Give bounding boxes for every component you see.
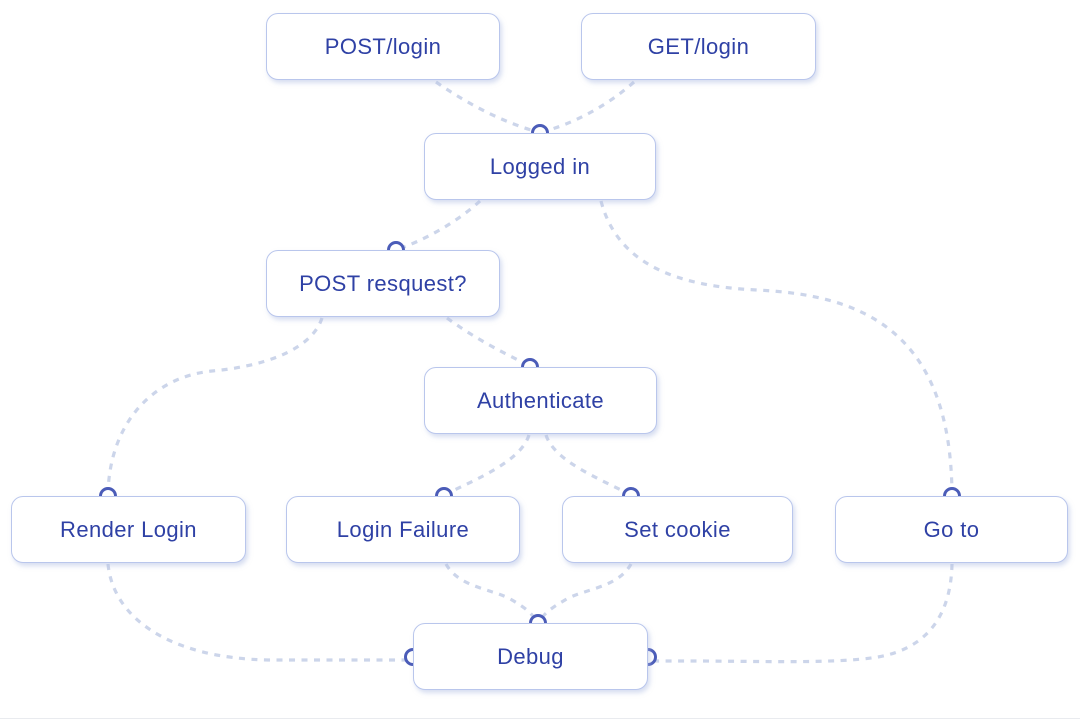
- node-label: Debug: [497, 643, 564, 669]
- node-render-login[interactable]: Render Login: [11, 496, 246, 563]
- node-label: POST/login: [324, 33, 442, 59]
- edge-logged-in-to-go-to: [599, 200, 954, 496]
- node-label: Set cookie: [624, 516, 731, 542]
- edge-login-failure-to-debug: [444, 563, 539, 623]
- edge-render-login-to-debug: [106, 563, 412, 662]
- node-label: Render Login: [60, 516, 197, 542]
- node-set-cookie[interactable]: Set cookie: [562, 496, 793, 563]
- node-post-request[interactable]: POST resquest?: [266, 250, 500, 317]
- node-login-failure[interactable]: Login Failure: [286, 496, 520, 563]
- node-label: Login Failure: [336, 516, 470, 542]
- edge-set-cookie-to-debug: [537, 563, 633, 623]
- edge-post-login-to-logged-in: [435, 80, 539, 134]
- edge-authenticate-to-login-failure: [445, 434, 531, 496]
- footer-divider: [0, 717, 1080, 719]
- edge-logged-in-to-post-request: [397, 199, 482, 251]
- node-post-login[interactable]: POST/login: [266, 13, 500, 80]
- node-label: Logged in: [489, 153, 591, 179]
- edge-post-request-to-authenticate: [446, 316, 529, 367]
- node-authenticate[interactable]: Authenticate: [424, 367, 657, 434]
- node-get-login[interactable]: GET/login: [581, 13, 816, 80]
- edge-post-request-to-render-login: [106, 317, 324, 496]
- node-logged-in[interactable]: Logged in: [424, 133, 656, 200]
- node-label: Go to: [923, 516, 980, 542]
- node-label: Authenticate: [476, 387, 605, 413]
- node-label: POST resquest?: [299, 270, 467, 296]
- node-label: GET/login: [647, 33, 750, 59]
- edge-authenticate-to-set-cookie: [544, 434, 630, 496]
- node-debug[interactable]: Debug: [413, 623, 648, 690]
- edge-get-login-to-logged-in: [541, 80, 636, 134]
- node-go-to[interactable]: Go to: [835, 496, 1068, 563]
